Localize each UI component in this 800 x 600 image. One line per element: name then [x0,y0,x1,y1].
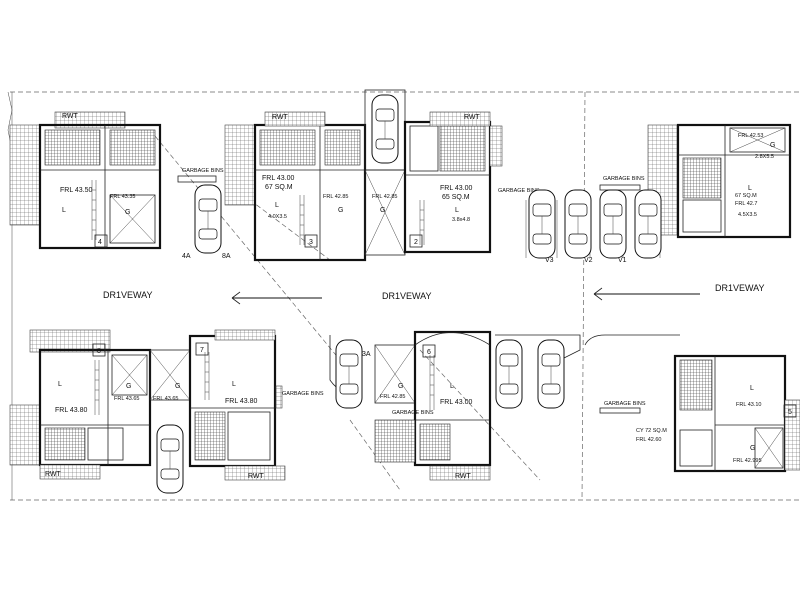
living-label: L [450,383,454,390]
car-icon [371,94,399,164]
courtyard-frl: FRL 42.60 [636,437,661,443]
garage-label: G [398,383,403,390]
driveway-label: DR1VEWAY [715,283,765,293]
car-icon [564,189,592,259]
parking-label: 4A [182,253,191,260]
driveway: DR1VEWAY DR1VEWAY DR1VEWAY [103,283,765,305]
car-icon [194,184,222,254]
unit-number: 5 [788,409,792,416]
unit-number: 2 [414,239,418,246]
living-area: 67 SQ.M [265,184,293,191]
garage-frl: FRL 43.65 [153,396,178,402]
garage-frl: FRL 42.85 [372,194,397,200]
garage-frl: FRL 42.53 [738,133,763,139]
unit-5: 5 L FRL 43.10 CY 72 SQ.M FRL 42.60 G FRL… [599,354,800,473]
car-icon [495,339,523,409]
parking-label: 3A [362,351,371,358]
living-label: L [275,202,279,209]
car-icon [156,424,184,494]
car-icon [634,189,662,259]
garbage-label: GARBAGE BINS [282,391,324,397]
arrow-left-icon [593,287,700,301]
room-dimension: 3.8x4.8 [452,217,470,223]
living-area: 65 SQ.M [442,194,470,201]
garage-label: G [770,142,775,149]
unit-number: 6 [427,349,431,356]
curb-outline [584,334,680,346]
driveway-label: DR1VEWAY [382,291,432,301]
garage-frl: FRL 42.85 [323,194,348,200]
garage-frl: FRL 43.65 [114,396,139,402]
car-icon [528,189,556,259]
parking-label: V3 [545,257,554,264]
living-area: CY 72 SQ.M [636,428,667,434]
room-dimension: 2.8X5.5 [755,154,774,160]
car-icon [537,339,565,409]
parking-label: V1 [618,257,627,264]
rwt-label: RWT [272,114,289,121]
living-frl: FRL 42.7 [735,201,757,207]
garage-label: G [750,445,755,452]
car-icon [335,339,363,409]
garbage-label: GARBAGE BINS [603,176,645,182]
unit-number: 3 [309,239,313,246]
living-frl: FRL 43.80 [225,398,258,405]
room-dimension: 4.5X3.5 [738,212,757,218]
parking-label: 8A [222,253,231,260]
rwt-label: RWT [464,114,481,121]
garage-label: G [338,207,343,214]
rwt-label: RWT [62,113,79,120]
unit-number: 8 [97,348,101,355]
unit-4: 4 FRL 43.50 L FRL 43.35 G RWT [9,111,162,250]
unit-number: 7 [200,347,204,354]
rwt-label: RWT [45,471,62,478]
living-frl: FRL 43.50 [60,187,93,194]
unit-number: 4 [98,239,102,246]
unit-7: 7 L FRL 43.80 G FRL 43.65 GARBAGE BINS R… [149,329,324,481]
garbage-label: GARBAGE BINS [392,410,434,416]
room-dimension: 4.0X3.5 [268,214,287,220]
garage-label: G [125,209,130,216]
living-label: L [455,207,459,214]
living-label: L [748,185,752,192]
living-label: L [232,381,236,388]
garage-frl: FRL 43.35 [110,194,135,200]
garbage-label: GARBAGE BINS [182,168,224,174]
living-frl: FRL 43.00 [262,175,295,182]
paving-area [9,124,41,226]
garage-label: G [380,207,385,214]
living-frl: FRL 43.00 [440,399,473,406]
living-label: L [58,381,62,388]
cars [156,94,662,494]
unit-8: 8 L FRL 43.80 G FRL 43.65 RWT [9,329,152,480]
living-frl: FRL 43.00 [440,185,473,192]
garage-frl: FRL 42.995 [733,458,762,464]
living-area: 67 SQ.M [735,193,757,199]
garbage-label: GARBAGE BINS [498,188,540,194]
living-frl: FRL 43.10 [736,402,761,408]
unit-3: 3 FRL 43.00 67 SQ.M L 4.0X3.5 FRL 42.85 … [224,111,367,262]
living-label: L [750,385,754,392]
rwt-label: RWT [455,473,472,480]
unit-1: FRL 42.53 G 2.8X5.5 67 SQ.M FRL 42.7 L 4… [599,123,792,239]
garbage-label: GARBAGE BINS [604,401,646,407]
car-icon [599,189,627,259]
driveway-label: DR1VEWAY [103,290,153,300]
unit-6: 6 L FRL 43.00 G FRL 42.85 GARBAGE BINS R… [374,330,492,481]
garage-label: G [126,383,131,390]
arrow-left-icon [231,291,322,305]
parking-label: V2 [584,257,593,264]
garage-label: G [175,383,180,390]
living-label: L [62,207,66,214]
unit-2: 2 FRL 43.00 65 SQ.M L 3.8x4.8 FRL 42.85 … [272,89,540,256]
rwt-label: RWT [248,473,265,480]
living-frl: FRL 43.80 [55,407,88,414]
garage-frl: FRL 42.85 [380,394,405,400]
